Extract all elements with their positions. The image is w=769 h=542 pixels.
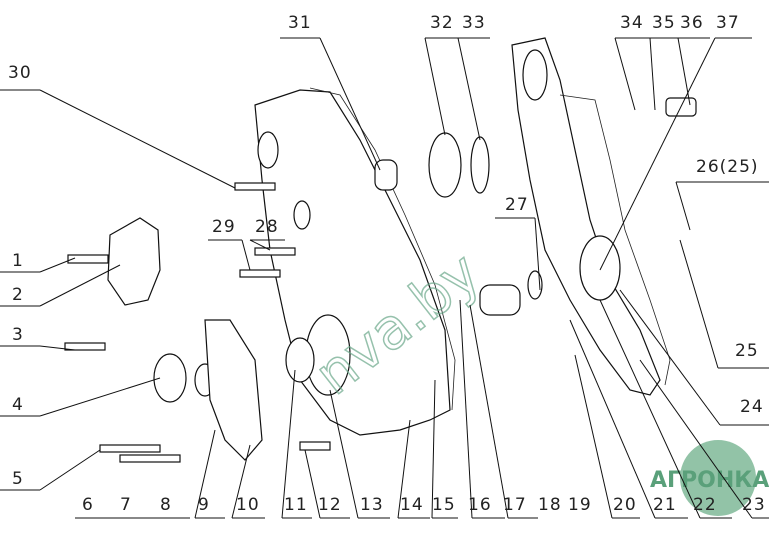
label-33: 33 bbox=[462, 13, 486, 33]
label-11: 11 bbox=[284, 495, 308, 515]
label-29: 29 bbox=[212, 217, 236, 237]
label-22: 22 bbox=[693, 495, 717, 515]
small-cover-10 bbox=[204, 319, 263, 461]
logo-text: АГРОНКА bbox=[650, 468, 769, 493]
leader-line bbox=[599, 299, 701, 519]
leader-line bbox=[649, 37, 656, 111]
leader-lines bbox=[0, 37, 769, 519]
bolt-3 bbox=[64, 342, 106, 351]
gear-24 bbox=[579, 235, 621, 301]
leader-line bbox=[319, 37, 381, 171]
bolt-1 bbox=[67, 254, 109, 264]
leader-line bbox=[619, 289, 721, 426]
label-3: 3 bbox=[12, 325, 24, 345]
leader-line bbox=[304, 449, 321, 519]
leader-line bbox=[281, 369, 296, 519]
label-34: 34 bbox=[620, 13, 644, 33]
label-19: 19 bbox=[568, 495, 592, 515]
leader-line bbox=[39, 345, 76, 351]
leader-line bbox=[39, 257, 76, 273]
parts bbox=[64, 37, 697, 463]
label-2: 2 bbox=[12, 285, 24, 305]
bolt-30 bbox=[234, 182, 276, 191]
label-1: 1 bbox=[12, 251, 24, 271]
cover-hole-upper bbox=[257, 131, 279, 169]
label-32: 32 bbox=[430, 13, 454, 33]
label-14: 14 bbox=[400, 495, 424, 515]
leader-line bbox=[397, 419, 411, 519]
cover-hole-mid bbox=[293, 200, 311, 230]
leader-line bbox=[675, 181, 691, 231]
label-13: 13 bbox=[360, 495, 384, 515]
leader-line bbox=[677, 37, 691, 106]
seal-ring bbox=[285, 337, 315, 383]
leader-line bbox=[431, 379, 436, 519]
label-7: 7 bbox=[120, 495, 132, 515]
label-6: 6 bbox=[82, 495, 94, 515]
label-36: 36 bbox=[680, 13, 704, 33]
label-20: 20 bbox=[613, 495, 637, 515]
leader-line bbox=[574, 354, 613, 519]
hub-31 bbox=[374, 159, 398, 191]
leader-line bbox=[614, 37, 636, 111]
label-37: 37 bbox=[716, 13, 740, 33]
label-8: 8 bbox=[160, 495, 172, 515]
label-5: 5 bbox=[12, 469, 24, 489]
label-24: 24 bbox=[740, 397, 764, 417]
rear-gasket bbox=[559, 94, 671, 386]
label-9: 9 bbox=[198, 495, 210, 515]
label-15: 15 bbox=[432, 495, 456, 515]
label-25: 25 bbox=[735, 341, 759, 361]
leader-line bbox=[424, 37, 446, 136]
label-18: 18 bbox=[538, 495, 562, 515]
leader-line bbox=[241, 239, 251, 271]
label-27: 27 bbox=[505, 195, 529, 215]
leader-line bbox=[231, 444, 251, 519]
label-28: 28 bbox=[255, 217, 279, 237]
ring-33 bbox=[470, 136, 490, 194]
label-23: 23 bbox=[742, 495, 766, 515]
label-12: 12 bbox=[318, 495, 342, 515]
leader-line bbox=[534, 217, 541, 291]
leader-line bbox=[639, 359, 753, 519]
leader-line bbox=[249, 239, 271, 251]
label-30: 30 bbox=[8, 63, 32, 83]
leader-line bbox=[569, 319, 656, 519]
leader-line bbox=[469, 304, 509, 519]
cover-gasket bbox=[309, 87, 456, 411]
label-17: 17 bbox=[503, 495, 527, 515]
leader-line bbox=[459, 299, 473, 519]
leader-line bbox=[329, 389, 359, 519]
label-21: 21 bbox=[653, 495, 677, 515]
leader-line bbox=[39, 89, 236, 189]
label-16: 16 bbox=[468, 495, 492, 515]
gear-32 bbox=[428, 132, 462, 198]
bolt-28 bbox=[254, 247, 296, 256]
label-26-25-: 26(25) bbox=[696, 157, 759, 177]
rear-plate-hole bbox=[522, 49, 548, 101]
washer-27 bbox=[527, 270, 543, 300]
bolt-12 bbox=[299, 441, 331, 451]
leader-line bbox=[679, 239, 719, 369]
label-10: 10 bbox=[236, 495, 260, 515]
leader-line bbox=[39, 264, 121, 307]
label-31: 31 bbox=[288, 13, 312, 33]
leader-line bbox=[599, 37, 716, 271]
leader-line bbox=[39, 377, 161, 417]
bolt-29 bbox=[239, 269, 281, 278]
label-35: 35 bbox=[652, 13, 676, 33]
leader-line bbox=[39, 449, 101, 491]
tensioner-2 bbox=[107, 217, 161, 306]
bolt-5b bbox=[119, 454, 181, 463]
bolt-5a bbox=[99, 444, 161, 453]
label-4: 4 bbox=[12, 395, 24, 415]
pulley-4 bbox=[153, 353, 187, 403]
shaft-18 bbox=[479, 284, 521, 316]
leader-line bbox=[194, 429, 216, 519]
rear-plate bbox=[511, 37, 661, 396]
leader-line bbox=[457, 37, 481, 141]
